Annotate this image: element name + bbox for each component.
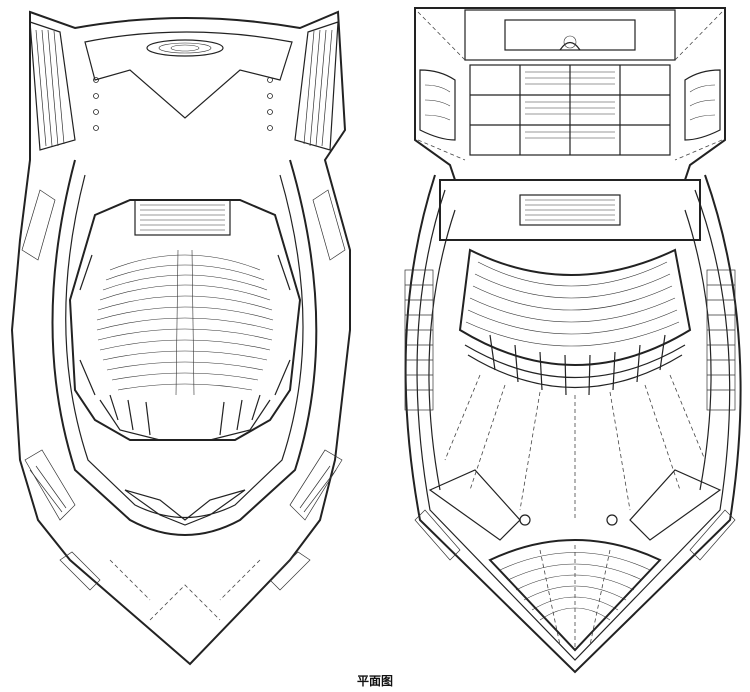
left-columns: [93, 77, 273, 131]
left-lobby-ornament: [146, 39, 224, 57]
right-auditorium: [458, 248, 692, 396]
left-inner-envelope: [84, 31, 293, 119]
left-plan: [10, 10, 351, 666]
right-plan: [404, 7, 742, 674]
left-top-stairs: [29, 21, 339, 151]
right-small-hall: [488, 539, 662, 652]
left-auditorium: [68, 199, 302, 441]
right-stage-grid: [469, 64, 671, 156]
left-foyer-wall: [51, 159, 318, 536]
right-radial-lines: [444, 374, 706, 520]
left-lower-feature: [124, 489, 246, 526]
left-side-stairs: [21, 189, 346, 521]
right-side-wings: [419, 69, 721, 141]
drawing-caption: 平面图: [356, 674, 393, 688]
left-seating-rows: [96, 249, 274, 396]
right-side-stairs: [404, 269, 736, 411]
right-outer-shell: [404, 174, 742, 674]
right-stage: [439, 179, 701, 241]
left-outer-envelope: [10, 10, 351, 666]
